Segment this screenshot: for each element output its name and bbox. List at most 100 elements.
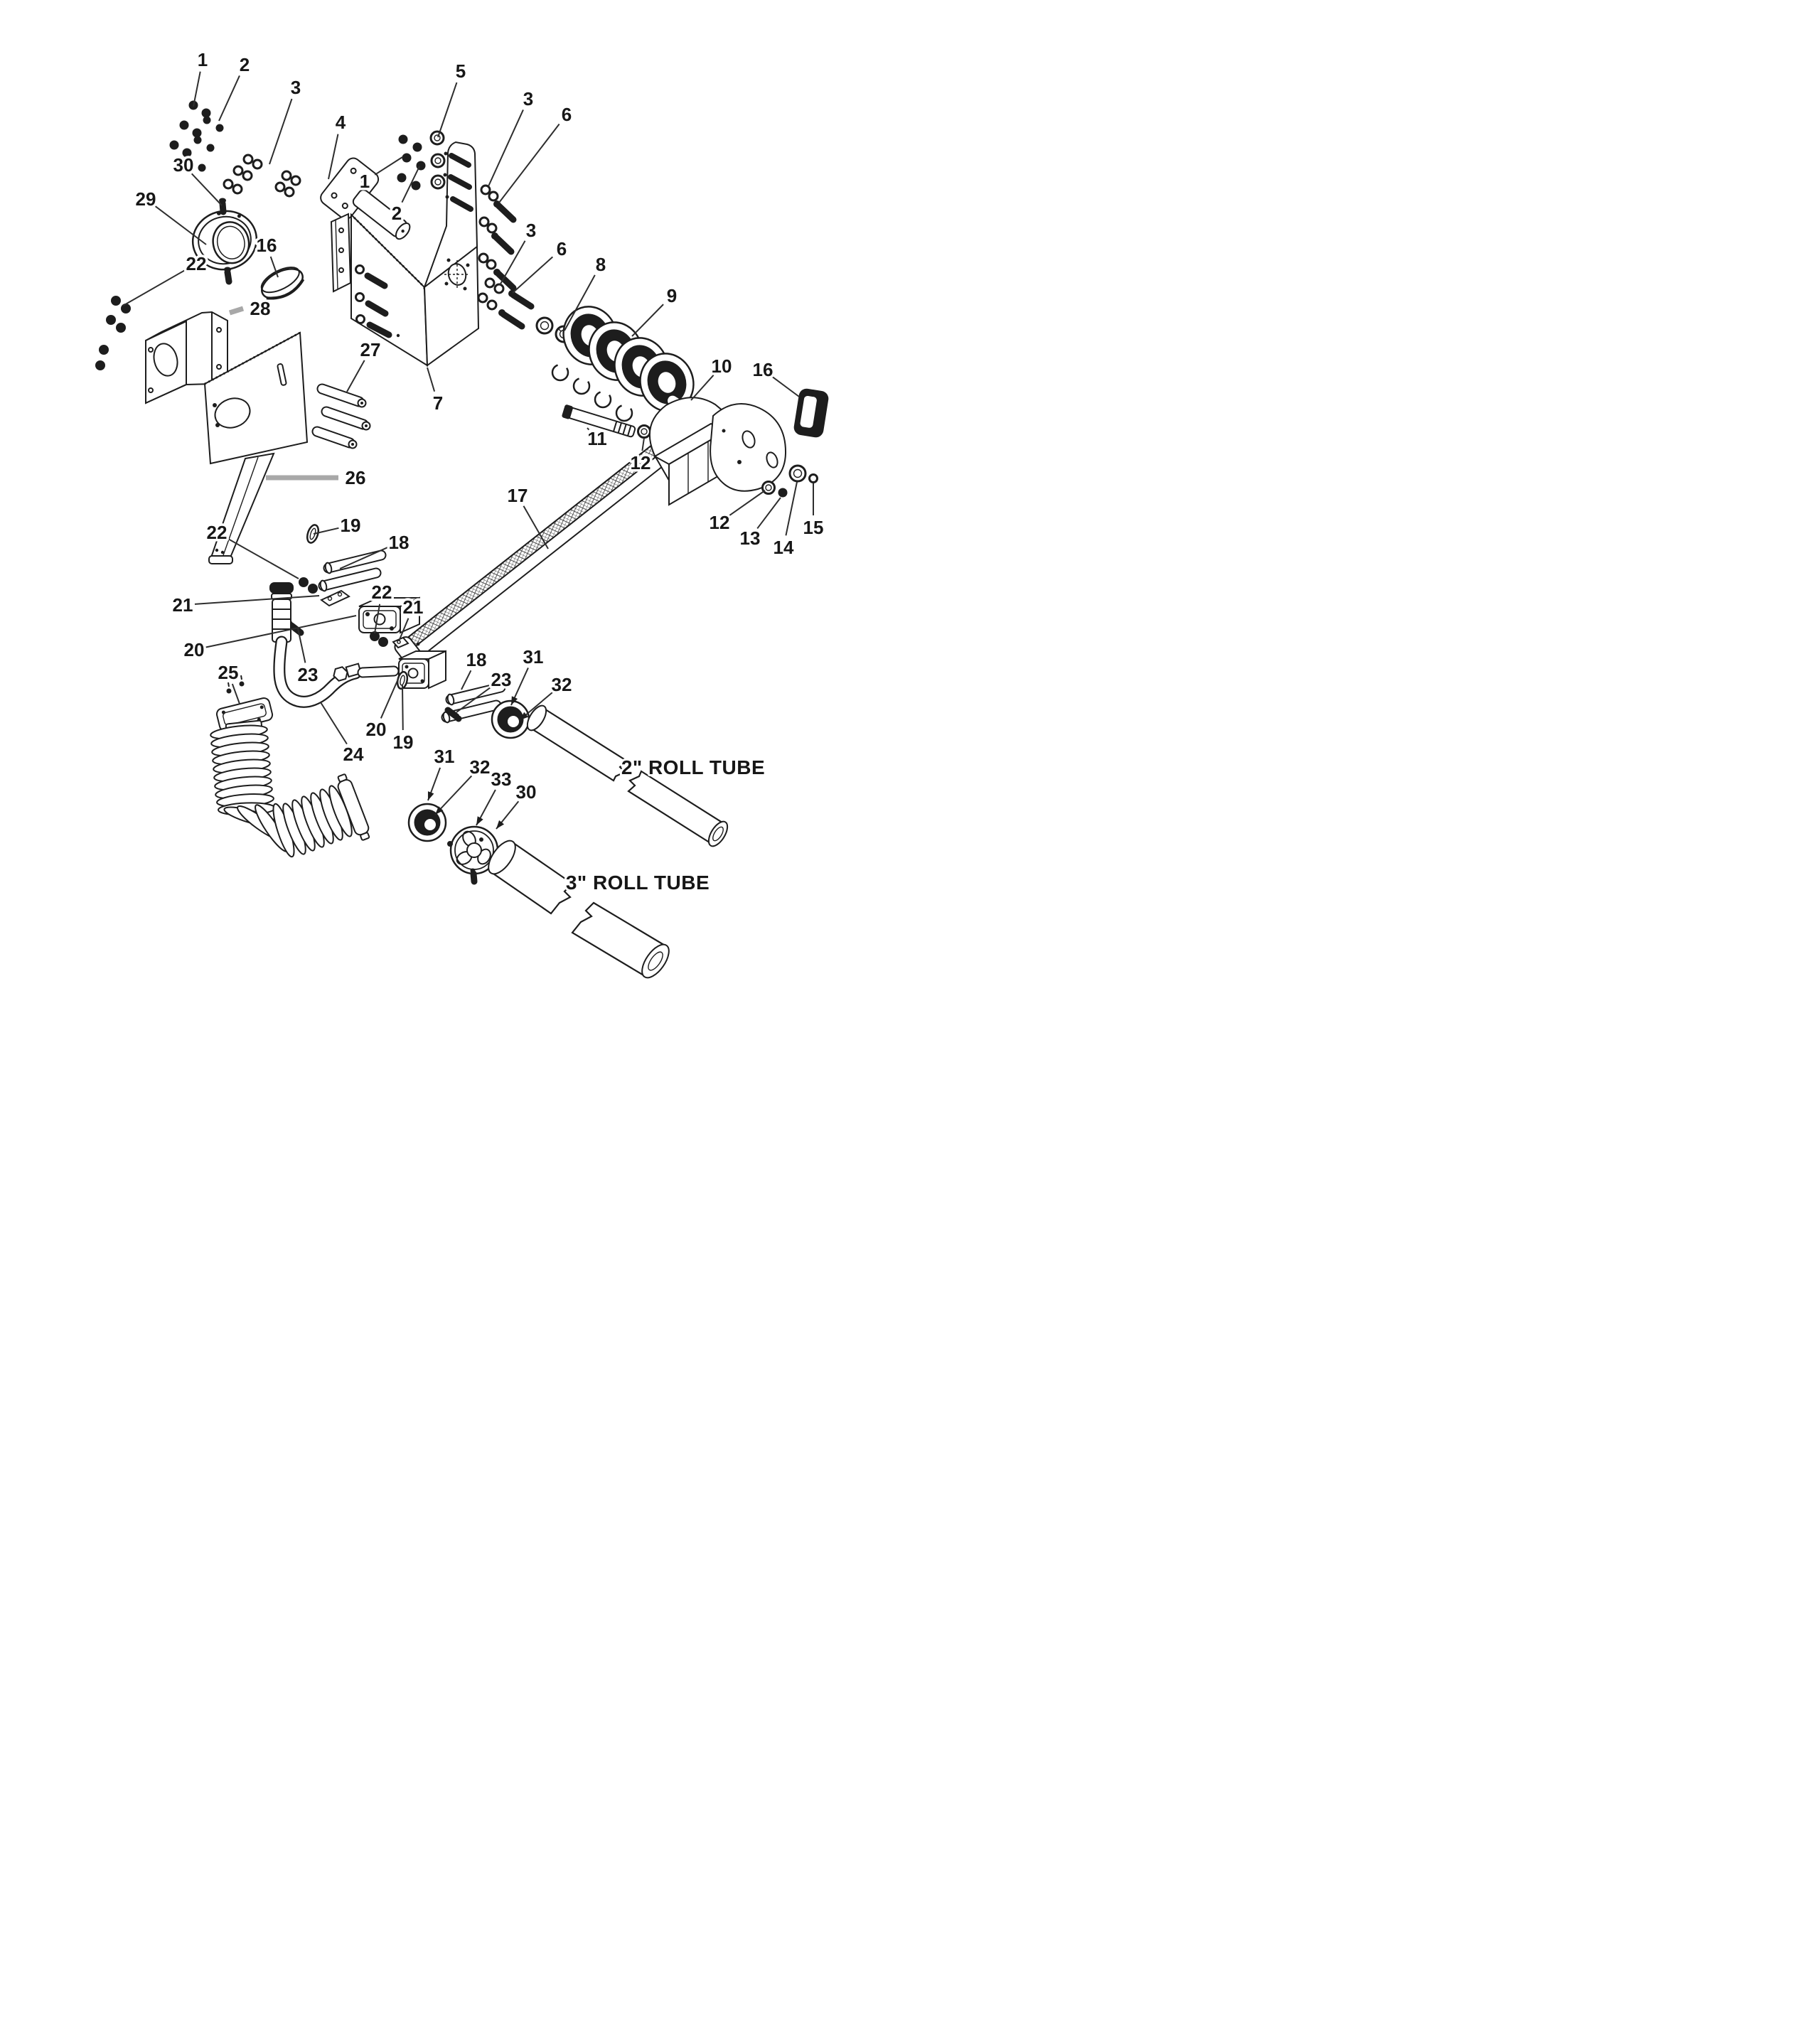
three-inch-roll-tube [488, 840, 670, 979]
callout-26: 26 [266, 465, 368, 491]
part-28-bracket [145, 311, 228, 404]
callout-number: 1 [198, 49, 208, 70]
callout-leader [269, 98, 293, 165]
callout-leader [346, 360, 365, 392]
callout-leader [756, 497, 781, 530]
callout-leader [380, 677, 400, 719]
callout-1: 1 [357, 156, 403, 195]
callout-18: 18 [461, 647, 489, 690]
part-16-cap-right [793, 388, 829, 438]
callout-leader [772, 376, 800, 397]
nut-cluster-top-left [169, 100, 224, 172]
callout-leader [437, 82, 458, 138]
callout-number: 5 [456, 60, 466, 82]
callout-number: 22 [186, 253, 207, 274]
callout-30: 30 [496, 779, 539, 830]
callout-number: 23 [491, 669, 512, 690]
callout-11: 11 [585, 426, 610, 452]
callout-leader [434, 775, 473, 815]
callout-number: 8 [596, 254, 606, 275]
callout-leader [498, 123, 560, 203]
callout-number: 22 [372, 581, 392, 603]
callout-leader [374, 604, 381, 634]
callout-16: 16 [254, 232, 279, 278]
callout-number: 26 [346, 467, 366, 488]
callout-31: 31 [427, 744, 457, 801]
callout-number: 12 [710, 512, 730, 533]
callout-leader [499, 240, 526, 286]
callout-32: 32 [434, 754, 493, 815]
callout-number: 10 [712, 355, 732, 377]
callout-leader [193, 71, 201, 107]
callout-leader [488, 109, 524, 187]
callout-number: 32 [470, 756, 491, 778]
callout-number: 24 [343, 744, 364, 765]
callout-leader [461, 670, 472, 690]
callout-leader [374, 156, 403, 176]
callout-21: 21 [170, 592, 320, 618]
callout-number: 25 [218, 662, 239, 683]
callout-leader [194, 595, 320, 605]
callout-6: 6 [498, 102, 574, 203]
part-26-pivot-post [203, 331, 309, 564]
callout-number: 23 [298, 664, 318, 685]
callout-leader [313, 527, 339, 535]
callout-number: 30 [173, 154, 194, 176]
callout-number: 22 [207, 522, 228, 543]
roll-tube-label: 2" ROLL TUBE [621, 756, 765, 778]
part-7-mount-bracket [330, 141, 480, 367]
callout-number: 17 [508, 485, 528, 506]
exploded-parts-diagram: 1234536123029162228368927710161112261712… [95, 47, 829, 979]
part-27-bolts [311, 383, 371, 449]
part-31-32-bearing-upper [491, 700, 530, 739]
callout-12: 12 [707, 490, 766, 536]
callout-12: 12 [628, 437, 653, 476]
callout-2: 2 [389, 166, 420, 227]
part-9-spring-stack [551, 306, 695, 422]
washer-column-part-5 [429, 130, 446, 190]
callout-20: 20 [363, 677, 400, 743]
leader-arrowhead [427, 791, 434, 800]
callout-number: 31 [434, 746, 455, 767]
callout-leader [154, 205, 207, 245]
callout-leader [402, 685, 404, 731]
callout-7: 7 [427, 367, 446, 417]
bolt-washer-rows-right [477, 184, 535, 330]
callout-15: 15 [801, 483, 826, 541]
callout-number: 16 [257, 235, 277, 256]
part-29-bearing [191, 210, 258, 271]
callout-number: 14 [774, 537, 794, 558]
roll-tube-label: 3" ROLL TUBE [566, 872, 710, 894]
callout-leader [398, 618, 410, 642]
callout-leader [401, 166, 420, 203]
part-11-pin [562, 404, 636, 438]
callout-22: 22 [122, 251, 209, 306]
callout-leader [523, 505, 549, 550]
callout-number: 3 [291, 77, 301, 98]
callout-leader [205, 615, 357, 648]
callout-22: 22 [204, 520, 299, 579]
callout-number: 13 [740, 527, 761, 549]
washer-row-top-left [223, 154, 301, 198]
part-12-washer-left [637, 424, 651, 439]
callout-number: 1 [360, 171, 370, 192]
callout-leader [320, 702, 348, 745]
callout-2: 2 [218, 52, 252, 122]
leader-arrowhead [435, 806, 444, 815]
leader-arrowhead [520, 712, 529, 720]
part-4-flanged-pin [320, 157, 411, 240]
callout-3: 3 [488, 86, 536, 187]
callout-number: 7 [433, 392, 443, 414]
callout-number: 20 [184, 639, 205, 660]
callout-9: 9 [631, 283, 680, 337]
callout-27: 27 [346, 337, 383, 392]
callout-number: 31 [523, 646, 544, 668]
callout-number: 12 [631, 452, 651, 473]
part-17-crank-arm [394, 397, 787, 668]
callout-number: 6 [557, 238, 567, 259]
leader-arrowhead [476, 816, 483, 825]
callout-28: 28 [228, 296, 273, 322]
callout-number: 32 [552, 674, 572, 695]
callout-number: 27 [360, 339, 381, 360]
